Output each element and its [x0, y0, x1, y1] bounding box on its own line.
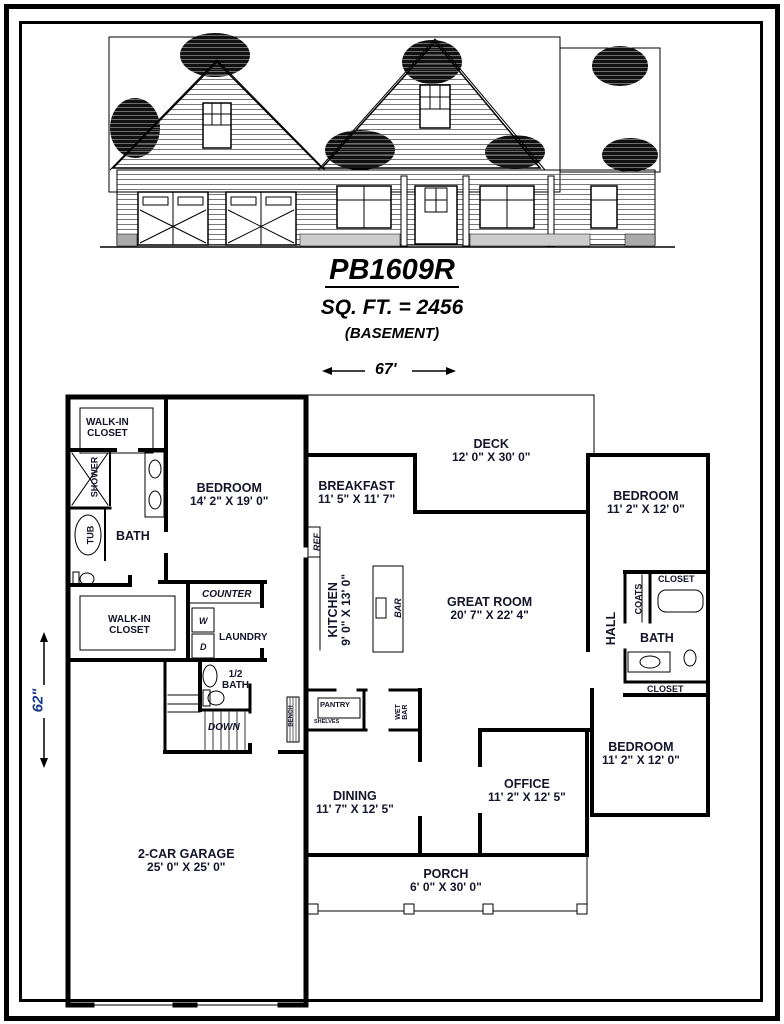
- garage-door: [137, 191, 209, 246]
- refrigerator: REF: [312, 533, 322, 551]
- foundation-type: (BASEMENT): [344, 325, 440, 342]
- label-bench: BENCH: [288, 705, 295, 727]
- room-master-bath: BATH: [116, 529, 150, 543]
- room-laundry: LAUNDRY: [219, 632, 268, 643]
- label-shower: SHOWER: [89, 456, 100, 498]
- inner-border: [19, 21, 763, 1002]
- label-closet-3: CLOSET: [647, 684, 684, 694]
- room-pantry: PANTRY: [320, 700, 350, 709]
- label-shelves: SHELVES: [314, 719, 340, 725]
- garage-door: [225, 191, 297, 246]
- depth-label: 62": [29, 688, 47, 713]
- front-elevation: [100, 33, 675, 248]
- label-closet-2: CLOSET: [658, 574, 695, 584]
- width-dimension: 67': [320, 361, 460, 381]
- washer-icon: W: [199, 616, 208, 626]
- dryer-icon: D: [200, 642, 207, 652]
- room-bath-2: BATH: [640, 631, 674, 645]
- depth-dimension: 62": [29, 630, 54, 770]
- label-coats: COATS: [633, 583, 644, 615]
- outer-border: [4, 4, 780, 1021]
- shingle-patch: [180, 33, 250, 77]
- stairs-down: DOWN: [208, 722, 240, 733]
- label-counter: COUNTER: [202, 589, 252, 600]
- width-label: 67': [375, 361, 397, 378]
- kitchen-bar: BAR: [392, 598, 403, 618]
- plan-code: PB1609R: [0, 254, 784, 288]
- label-hall: HALL: [604, 611, 619, 646]
- square-footage: SQ. FT. = 2456: [320, 296, 464, 319]
- label-tub: TUB: [85, 525, 96, 545]
